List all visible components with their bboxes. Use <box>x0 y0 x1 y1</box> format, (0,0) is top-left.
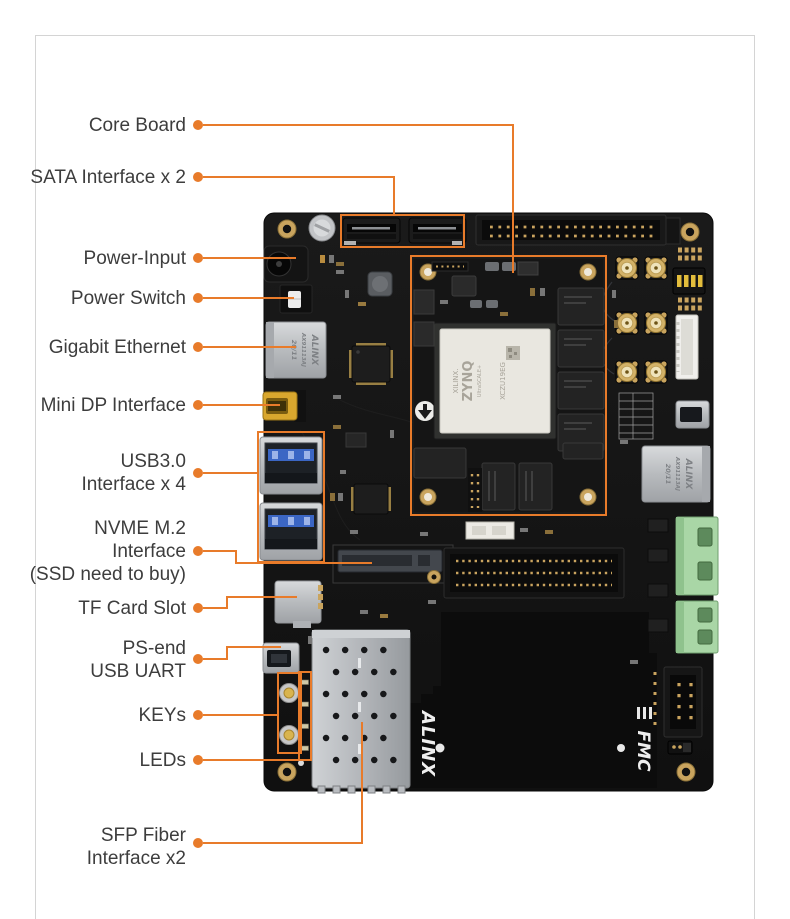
core-board-small-parts <box>413 261 545 512</box>
label-sfp-fiber: SFP Fiber Interface x2 <box>86 825 186 869</box>
ps-uart-mini-usb <box>262 642 300 674</box>
callout-dot <box>193 342 203 352</box>
soic-chip <box>345 432 367 448</box>
svg-text:20/11: 20/11 <box>290 340 298 360</box>
sfp-cage <box>311 629 411 794</box>
dip-switch <box>672 267 706 295</box>
highlight-box-core-board <box>410 255 607 516</box>
callout-dot <box>193 253 203 263</box>
label-tf-card-slot: TF Card Slot <box>78 598 186 619</box>
label-usb3-interface: USB3.0 Interface x 4 <box>81 451 186 495</box>
leader-ps-uart <box>203 646 281 660</box>
callout-dot <box>193 838 203 848</box>
label-nvme-m2-interface: NVME M.2 Interface (SSD need to buy) <box>29 518 186 585</box>
small-connector <box>665 217 681 245</box>
callout-dot <box>193 293 203 303</box>
mounting-hole <box>277 219 700 782</box>
callout-dot <box>193 120 203 130</box>
ffc-connector <box>675 314 699 380</box>
user-keys <box>279 683 299 745</box>
silkscreen-rev-table <box>618 392 654 440</box>
ethernet-jack-1: ALINX AX91113AJ 20/11 <box>265 321 327 379</box>
fiducial-dot <box>617 744 625 752</box>
passive-components <box>308 255 638 664</box>
svg-text:AX91113AJ: AX91113AJ <box>674 456 680 491</box>
label-core-board: Core Board <box>88 115 186 136</box>
label-gigabit-ethernet: Gigabit Ethernet <box>48 337 186 358</box>
ethernet-phy-chip <box>349 343 393 385</box>
content-frame-border <box>35 35 755 919</box>
label-ps-usb-uart: PS-end USB UART <box>90 638 186 682</box>
leader-core-board <box>203 124 514 273</box>
label-leds: LEDs <box>139 750 186 771</box>
power-jack <box>263 245 309 283</box>
svg-text:ZYNQ: ZYNQ <box>461 361 476 402</box>
inductor <box>367 271 393 297</box>
svg-text:ALINX: ALINX <box>417 709 438 777</box>
ethernet-jack-2: ALINX AX91113AJ 20/11 <box>641 445 711 503</box>
callout-dot <box>193 710 203 720</box>
highlight-box-keys <box>277 672 302 754</box>
callout-dot <box>193 603 203 613</box>
leader-sfp <box>203 722 363 844</box>
label-power-switch: Power Switch <box>70 288 186 309</box>
svg-text:ALINX: ALINX <box>683 458 693 491</box>
svg-text:ALINX: ALINX <box>309 334 319 367</box>
pl-mini-usb <box>675 400 710 429</box>
usb-hub-chip <box>351 483 391 515</box>
jumper <box>667 740 693 755</box>
svg-text:XCZU19EG: XCZU19EG <box>499 362 507 400</box>
fmc-silkscreen-label: FMC <box>633 707 653 772</box>
m2-slot <box>332 544 454 584</box>
callout-dot <box>193 755 203 765</box>
highlight-box-sata <box>340 214 465 248</box>
sata-connectors <box>342 217 467 245</box>
callout-layer <box>193 120 607 848</box>
battery-holder <box>308 214 336 242</box>
fan-header <box>465 521 515 540</box>
terminal-block-1 <box>675 516 719 596</box>
arrow-logo-mark <box>415 401 435 421</box>
callout-dot <box>193 400 203 410</box>
leader-sata <box>203 176 395 215</box>
label-power-input: Power-Input <box>83 248 186 269</box>
power-switch-component <box>279 284 313 314</box>
highlight-box-leds <box>298 671 312 761</box>
core-board-module: XILINX. ZYNQ UltraSCALE+ XCZU19EG <box>412 257 605 514</box>
config-pads <box>678 247 702 311</box>
alinx-silkscreen-logo: ALINX <box>417 709 438 777</box>
label-sata-interface: SATA Interface x 2 <box>30 167 186 188</box>
driver-chips <box>647 518 669 633</box>
callout-dot <box>193 546 203 556</box>
leader-nvme <box>203 550 372 564</box>
callout-dot <box>193 468 203 478</box>
pin-header-40 <box>475 214 667 246</box>
svg-text:UltraSCALE+: UltraSCALE+ <box>477 365 483 397</box>
jtag-header <box>653 666 703 738</box>
fiducial-dot <box>435 743 445 753</box>
terminal-block-2 <box>675 600 719 654</box>
fmc-connector <box>443 547 625 599</box>
callout-dot <box>193 172 203 182</box>
ddr-memory-chips <box>413 287 605 511</box>
leader-tf-card <box>203 596 297 609</box>
svg-text:XILINX.: XILINX. <box>452 368 460 393</box>
svg-text:AX91113AJ: AX91113AJ <box>300 332 306 367</box>
label-mini-dp-interface: Mini DP Interface <box>40 395 186 416</box>
fmc-expansion-area <box>408 612 657 788</box>
label-keys: KEYs <box>138 705 186 726</box>
dev-board-photo: ALINX AX91113AJ 20/11 <box>259 212 719 794</box>
svg-text:FMC: FMC <box>633 730 653 772</box>
svg-text:20/11: 20/11 <box>664 464 672 484</box>
tf-card-slot-component <box>274 580 323 628</box>
callout-dot <box>193 654 203 664</box>
fpga-chip: XILINX. ZYNQ UltraSCALE+ XCZU19EG <box>433 322 557 440</box>
